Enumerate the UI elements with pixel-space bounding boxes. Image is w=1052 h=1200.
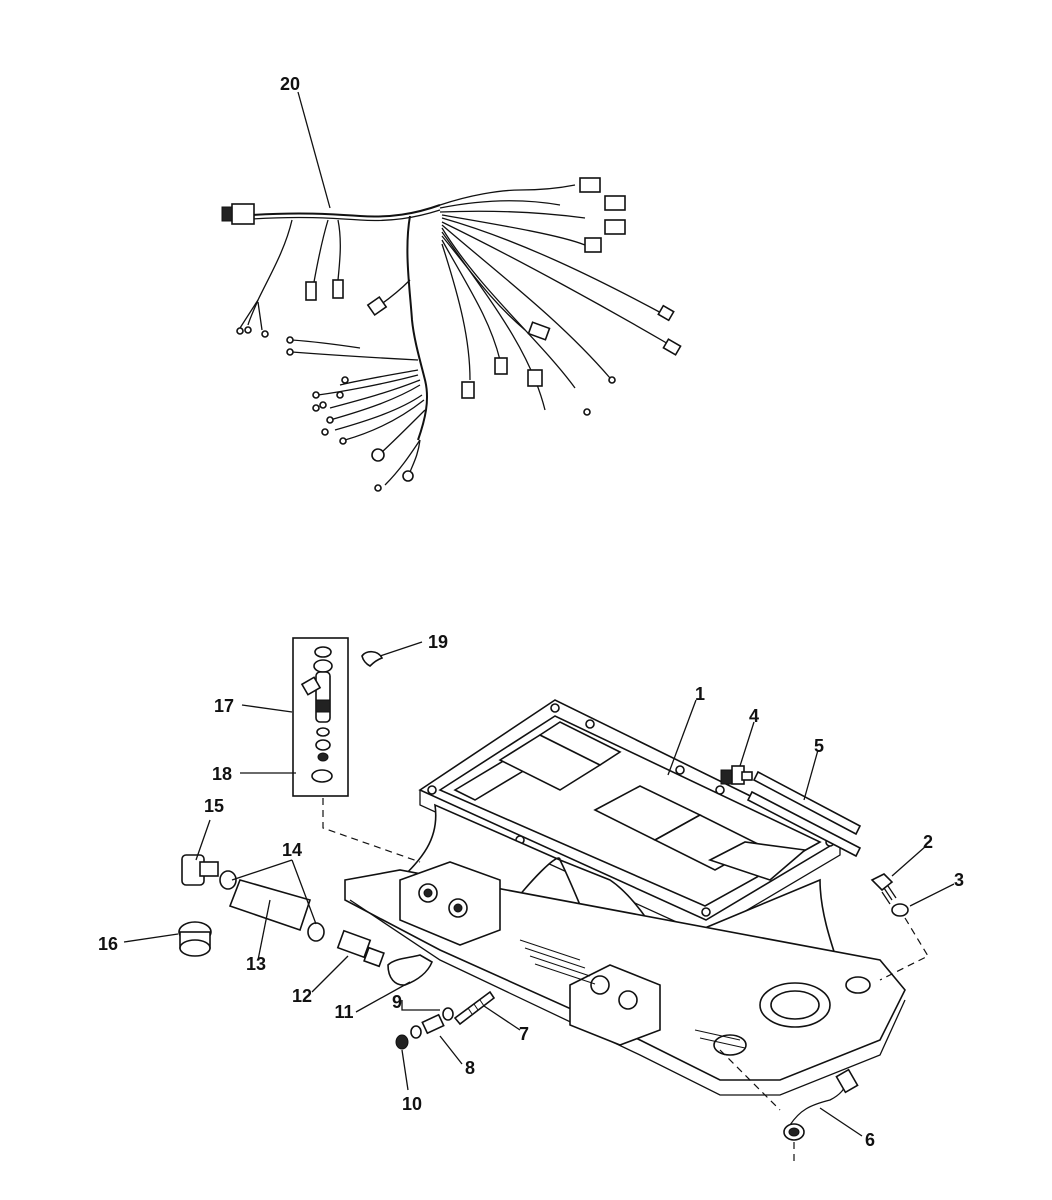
callout-20: 20 — [280, 74, 300, 94]
callout-3: 3 — [954, 870, 964, 890]
callout-13: 13 — [246, 954, 266, 974]
drain-fitting-parts — [395, 1007, 454, 1050]
callout-16: 16 — [98, 934, 118, 954]
hose-and-clamps — [219, 870, 325, 942]
harness-connector-tr1 — [579, 177, 601, 193]
elbow-fitting — [181, 854, 219, 886]
callout-11: 11 — [334, 1002, 353, 1022]
harness-connector-left — [231, 203, 255, 225]
callout-7: 7 — [519, 1024, 529, 1044]
injector-clip — [361, 650, 384, 667]
hose-elbow — [387, 954, 433, 986]
washer — [891, 903, 909, 917]
callout-8: 8 — [465, 1058, 475, 1078]
assembly-guide-lines — [322, 798, 929, 1165]
water-temp-sender — [783, 1068, 859, 1141]
callout-9: 9 — [392, 992, 402, 1012]
callout-1: 1 — [695, 684, 705, 704]
callout-6: 6 — [865, 1130, 875, 1150]
temperature-sensor — [720, 765, 753, 785]
pressure-sensor — [336, 929, 385, 968]
callout-12: 12 — [292, 986, 312, 1006]
callouts: 20 1 2 3 4 5 6 7 8 9 10 11 12 13 14 15 1… — [98, 74, 964, 1150]
callout-17: 17 — [214, 696, 234, 716]
injector-o-ring — [311, 769, 333, 783]
callout-4: 4 — [749, 706, 759, 726]
callout-14: 14 — [282, 840, 302, 860]
callout-19: 19 — [428, 632, 448, 652]
callout-18: 18 — [212, 764, 232, 784]
callout-15: 15 — [204, 796, 224, 816]
callout-2: 2 — [923, 832, 933, 852]
callout-5: 5 — [814, 736, 824, 756]
fitting-bolt — [870, 873, 897, 905]
stud — [453, 990, 496, 1026]
fuel-injector-kit — [292, 637, 349, 797]
rubber-plug — [178, 921, 212, 957]
leader-lines — [123, 91, 955, 1137]
fuel-lines — [746, 770, 862, 858]
wiring-harness — [221, 177, 682, 492]
intake-manifold — [344, 699, 906, 1096]
callout-10: 10 — [402, 1094, 422, 1114]
